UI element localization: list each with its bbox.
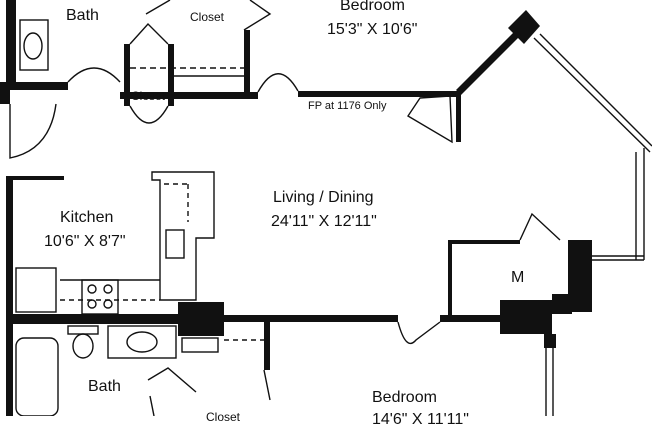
wall-left-stub [0,90,10,104]
wall-left-living [6,178,13,318]
kitchen-range [81,279,119,315]
burner-1 [87,284,97,294]
bath-vanity-top [19,19,49,71]
room-size-kitchen: 10'6" X 8'7" [44,233,126,250]
wall-fp-right [456,92,461,142]
door-entry [9,103,57,159]
room-label-living: Living / Dining [273,189,374,206]
wall-living-bedroom [224,315,398,322]
window-diagonal-1 [533,37,651,153]
door-closet-bottom-2 [149,395,155,416]
room-label-closet-small: Closet [131,89,166,103]
room-size-bedroom-top: 15'3" X 10'6" [327,21,418,38]
wall-bath-top-floor [0,82,68,90]
room-label-closet-top: Closet [190,10,225,24]
wall-m-right2 [552,294,572,314]
column-inset [181,337,219,353]
note-fireplace: FP at 1176 Only [308,100,387,112]
bathtub [15,337,59,416]
room-label-m: M [511,269,525,286]
window-diagonal-2 [539,33,652,147]
sink-bottom [126,331,158,353]
kitchen-counter-right [151,171,215,301]
wall-bath-left [6,324,13,416]
room-size-living: 24'11" X 12'11" [271,213,377,230]
column-center [178,302,224,336]
wall-left-top [6,0,16,82]
room-label-bedroom-top: Bedroom [340,0,405,14]
door-bedroom-top [257,73,299,93]
wall-diagonal [456,30,521,95]
wall-m-top [448,240,520,244]
toilet-bowl [72,333,94,359]
wall-bedroom-floor [298,91,460,97]
wall-living-bedroom-right [440,315,510,322]
bath-vanity-bottom [107,325,177,359]
wall-bedroom-bottom-right [544,334,556,348]
burner-3 [87,299,97,309]
room-label-bath-bottom: Bath [88,378,121,395]
kitchen-sink [165,229,185,259]
kitchen-fridge [15,267,57,313]
fireplace [407,95,453,144]
wall-closet-left [124,44,130,106]
burner-4 [103,299,113,309]
room-label-bedroom-bottom: Bedroom [372,389,437,406]
wall-closet-top-right [244,30,250,92]
door-bedroom-bottom [397,321,441,345]
door-closet-small [129,22,169,124]
wall-left-stub2 [6,176,64,180]
door-m [519,212,561,241]
walls [0,0,592,416]
door-closet-top [145,0,272,31]
room-label-closet-bottom: Closet [206,410,241,424]
wall-bath-right [264,322,270,370]
wall-closet-floor [120,92,258,99]
door-closet-bottom [147,367,271,401]
wall-m-left [448,240,452,318]
burner-2 [103,284,113,294]
sink-top [23,32,43,60]
room-label-kitchen: Kitchen [60,209,114,226]
room-size-bedroom-bottom: 14'6" X 11'11" [372,411,469,428]
floor-plan [0,0,652,416]
wall-kitchen-bath [6,314,178,324]
door-bath-top [67,67,121,83]
toilet-tank [67,325,99,335]
room-label-bath-top: Bath [66,7,99,24]
column-right [500,300,552,334]
wall-closet-mid [168,44,174,106]
fixtures [9,0,652,416]
